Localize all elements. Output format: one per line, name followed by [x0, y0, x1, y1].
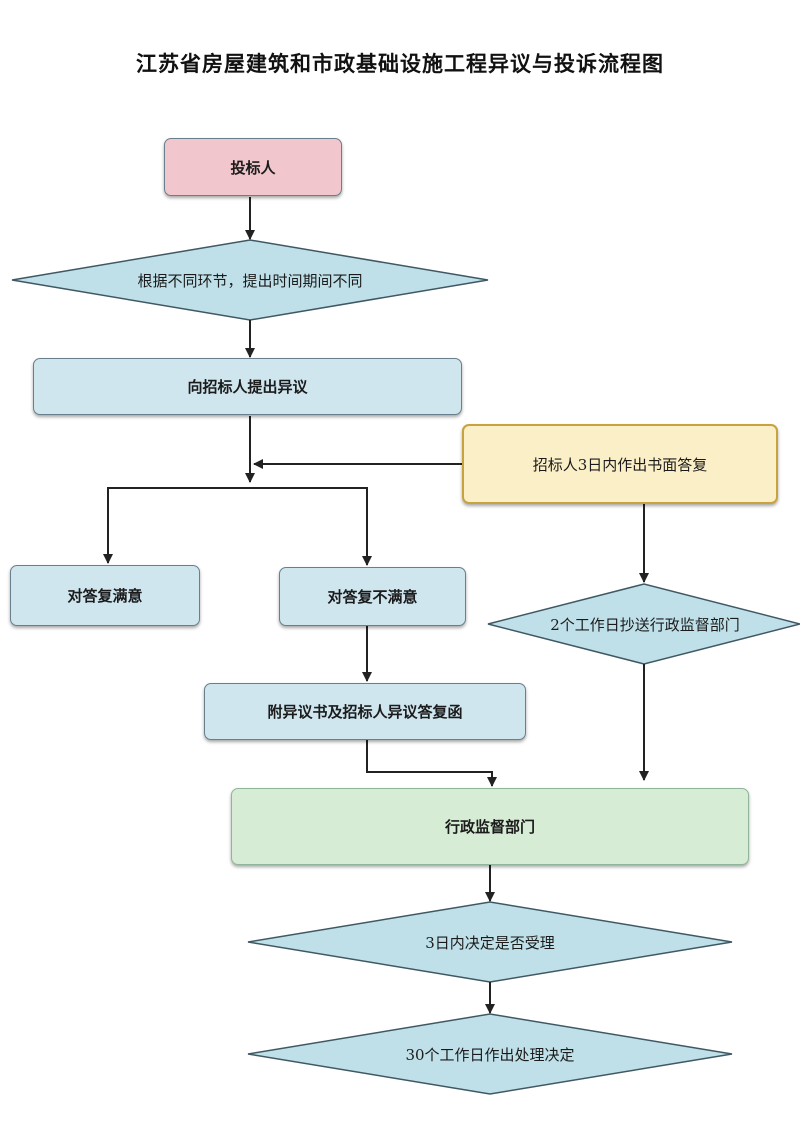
copy-to-supervision-diamond: [487, 583, 800, 665]
arrow-attach-to-supervision: [366, 740, 497, 787]
satisfied-node: 对答复满意: [10, 565, 200, 626]
supervision-dept-node: 行政监督部门: [231, 788, 749, 865]
copy-to-supervision-label: 2个工作日抄送行政监督部门: [550, 615, 740, 634]
raise-objection-node: 向招标人提出异议: [33, 358, 462, 415]
tenderee-reply-node: 招标人3日内作出书面答复: [462, 424, 778, 504]
final-decision-label: 30个工作日作出处理决定: [405, 1045, 575, 1064]
page-title: 江苏省房屋建筑和市政基础设施工程异议与投诉流程图: [136, 51, 664, 76]
accept-decision-diamond: [247, 901, 733, 983]
bidder-node: 投标人: [164, 138, 342, 196]
accept-decision-label: 3日内决定是否受理: [425, 933, 555, 952]
attach-docs-node: 附异议书及招标人异议答复函: [204, 683, 526, 740]
not-satisfied-node: 对答复不满意: [279, 567, 466, 626]
branch-connector: [107, 487, 368, 562]
decision-timing-diamond: [11, 239, 489, 321]
decision-timing-label: 根据不同环节，提出时间期间不同: [137, 271, 363, 290]
final-decision-diamond: [247, 1013, 733, 1095]
